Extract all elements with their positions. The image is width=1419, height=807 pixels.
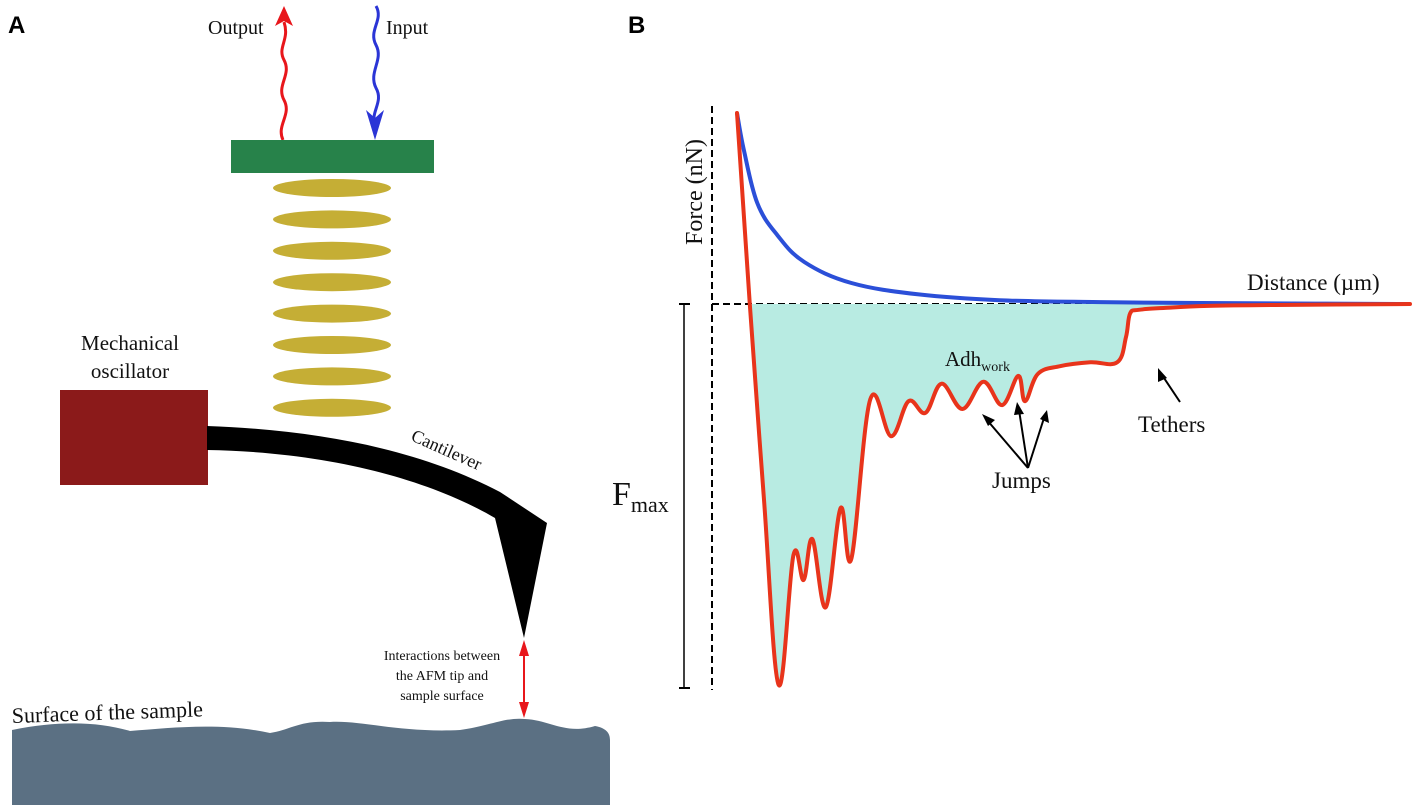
jumps-label: Jumps — [992, 468, 1051, 493]
tethers-arrow — [1158, 368, 1181, 403]
approach-curve — [735, 112, 1411, 306]
surface-label: Surface of the sample — [11, 696, 203, 728]
output-arrow — [275, 6, 293, 141]
y-axis-label: Force (nN) — [682, 139, 708, 245]
spring-coil — [273, 336, 391, 354]
output-label: Output — [208, 17, 264, 39]
tethers-label: Tethers — [1138, 412, 1205, 437]
x-axis-label: Distance (µm) — [1247, 270, 1380, 295]
jumps-arrowheads — [982, 402, 1049, 426]
panel-a-label: A — [8, 12, 25, 39]
spring-coil — [273, 273, 391, 292]
interaction-label-line3: sample surface — [400, 689, 484, 704]
jumps-arrows — [986, 409, 1045, 469]
adhesion-work-area — [749, 304, 1410, 686]
oscillator-label-line1: Mechanical — [81, 331, 179, 355]
interaction-label-line1: Interactions between — [384, 649, 500, 664]
input-arrow — [366, 5, 384, 140]
interaction-arrow — [519, 640, 529, 718]
detector-bar — [231, 140, 434, 173]
interaction-label-line2: the AFM tip and — [396, 669, 488, 684]
panel-b-label: B — [628, 12, 645, 39]
mechanical-oscillator — [60, 390, 208, 485]
spring-coil — [273, 179, 391, 197]
cantilever — [207, 426, 547, 638]
spring-coils — [273, 179, 391, 417]
spring-coil — [273, 367, 391, 386]
adh-work-label: Adhwork — [945, 347, 1010, 375]
oscillator-label-line2: oscillator — [91, 359, 169, 383]
spring-coil — [273, 304, 391, 323]
spring-coil — [273, 241, 391, 260]
fmax-bracket — [679, 303, 690, 689]
spring-coil — [273, 210, 391, 229]
retract-curve — [735, 111, 1412, 688]
sample-surface — [12, 718, 610, 805]
spring-coil — [273, 398, 391, 417]
input-label: Input — [386, 17, 429, 39]
fmax-label: Fmax — [612, 476, 669, 517]
